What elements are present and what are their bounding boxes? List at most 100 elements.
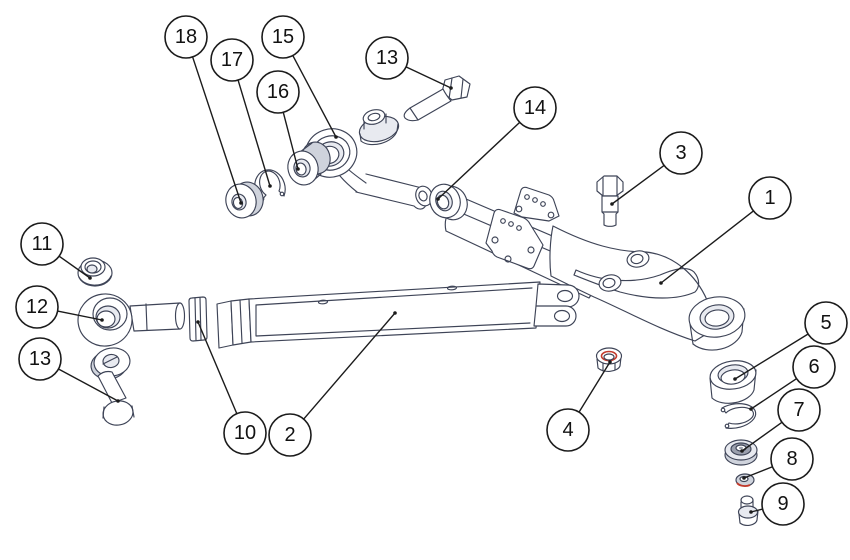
balloon-number-5-14: 5 [820,312,831,334]
leader-endpoint-pivot-bolt-top [449,86,453,90]
leader-line-cup-washer [191,56,242,204]
balloon-number-9-18: 9 [777,493,788,515]
balloon-number-14-5: 14 [524,97,546,119]
balloon-circle-16-3[interactable] [256,70,300,114]
leader-endpoint-bushing-large [733,377,737,381]
leader-line-jam-nut-spacer [197,321,238,414]
part-pivot-bolt-left [97,370,135,426]
balloon-number-15-2: 15 [272,26,294,48]
part-pivot-bolt-top [403,75,471,122]
leader-line-pivot-bolt-left [58,368,119,402]
balloon-circle-7-16[interactable] [777,388,821,432]
balloon-number-4-13: 4 [562,419,573,441]
balloon-circle-11-8[interactable] [20,222,64,266]
balloon-circle-8-17[interactable] [770,437,814,481]
leader-line-pivot-bolt-top [405,66,452,89]
leader-line-upper-control-arm [660,210,754,284]
leader-endpoint-upper-control-arm [659,281,663,285]
balloon-circle-3-6[interactable] [659,131,703,175]
balloon-snap-ring-small[interactable]: 17 [210,38,272,188]
balloon-plug-pin[interactable]: 9 [749,482,805,526]
balloon-snap-ring-large[interactable]: 6 [749,345,836,411]
leader-endpoint-lock-nut-red-insert [608,360,612,364]
balloon-circle-14-5[interactable] [513,86,557,130]
balloon-collar-ring[interactable]: 14 [436,86,557,201]
leader-endpoint-flange-nut [88,276,92,280]
balloon-circle-2-12[interactable] [268,413,312,457]
balloon-number-13-4: 13 [376,47,398,69]
balloon-circle-13-10[interactable] [18,337,62,381]
balloon-hex-bolt[interactable]: 3 [610,131,703,206]
leader-endpoint-seal-ring-red [742,476,746,480]
leader-endpoint-collar-ring [436,197,440,201]
leader-line-snap-ring-small [237,79,271,187]
balloon-number-3-6: 3 [675,142,686,164]
balloon-number-10-11: 10 [234,422,256,444]
balloon-sealed-washer[interactable]: 7 [740,388,821,453]
leader-line-arm-eye [292,55,337,138]
balloon-number-2-12: 2 [284,424,295,446]
part-lock-nut-red [595,347,623,372]
balloon-bushing-large[interactable]: 5 [733,301,848,381]
balloon-number-16-3: 16 [267,81,289,103]
leader-endpoint-cup-washer [239,201,243,205]
part-collar-ring [429,183,468,221]
leader-endpoint-hex-bolt [610,202,614,206]
leader-line-plug-pin [750,508,763,513]
leader-endpoint-lower-arm [393,311,397,315]
balloon-upper-control-arm[interactable]: 1 [659,176,792,285]
balloon-rod-end[interactable]: 12 [15,285,104,329]
leader-line-hex-bolt [611,164,665,205]
balloon-flange-nut[interactable]: 11 [20,222,92,280]
balloon-number-12-9: 12 [26,296,48,318]
balloon-pivot-bolt-left[interactable]: 13 [18,337,120,403]
balloon-circle-15-2[interactable] [261,15,305,59]
leader-endpoint-snap-ring-small [268,184,272,188]
balloon-circle-6-15[interactable] [792,345,836,389]
balloon-number-1-7: 1 [764,187,775,209]
part-shaft-oring [415,185,433,207]
balloon-number-18-0: 18 [175,26,197,48]
balloon-circle-17-1[interactable] [210,38,254,82]
leader-line-rod-end [57,310,103,321]
part-jam-nut-spacer [188,296,208,342]
balloon-arm-eye[interactable]: 15 [261,15,338,139]
balloon-number-6-15: 6 [808,356,819,378]
balloon-bushing-front[interactable]: 16 [256,70,300,171]
balloon-circle-12-9[interactable] [15,285,59,329]
part-upper-control-arm [304,128,746,351]
balloon-circle-4-13[interactable] [546,408,590,452]
leader-endpoint-arm-eye [334,135,338,139]
balloon-lock-nut-red-insert[interactable]: 4 [546,360,612,452]
leader-line-seal-ring-red [743,466,773,479]
part-lower-arm [216,281,580,349]
balloon-number-17-1: 17 [221,49,243,71]
balloon-circle-13-4[interactable] [365,36,409,80]
leader-endpoint-rod-end [100,318,104,322]
balloon-seal-ring-red[interactable]: 8 [742,437,814,481]
part-flange-nut [77,257,113,287]
balloon-circle-9-18[interactable] [761,482,805,526]
balloon-circle-5-14[interactable] [804,301,848,345]
leader-line-lower-arm [303,312,396,420]
part-plug-pin [737,495,759,526]
balloon-jam-nut-spacer[interactable]: 10 [196,320,267,455]
leader-line-collar-ring [437,121,521,200]
balloon-cup-washer[interactable]: 18 [164,15,243,205]
balloon-lower-arm[interactable]: 2 [268,311,397,457]
balloon-number-13-10: 13 [29,348,51,370]
part-bushing-front [287,141,331,186]
part-hex-bolt [596,175,624,227]
balloon-circle-1-7[interactable] [748,176,792,220]
leader-endpoint-snap-ring-large [749,407,753,411]
leader-endpoint-bushing-front [296,167,300,171]
balloon-circle-18-0[interactable] [164,15,208,59]
balloon-circle-10-11[interactable] [223,411,267,455]
part-sealed-washer [724,439,758,466]
leader-line-snap-ring-large [750,378,797,410]
balloon-pivot-bolt-top[interactable]: 13 [365,36,453,90]
leader-endpoint-jam-nut-spacer [196,320,200,324]
balloon-number-8-17: 8 [786,448,797,470]
